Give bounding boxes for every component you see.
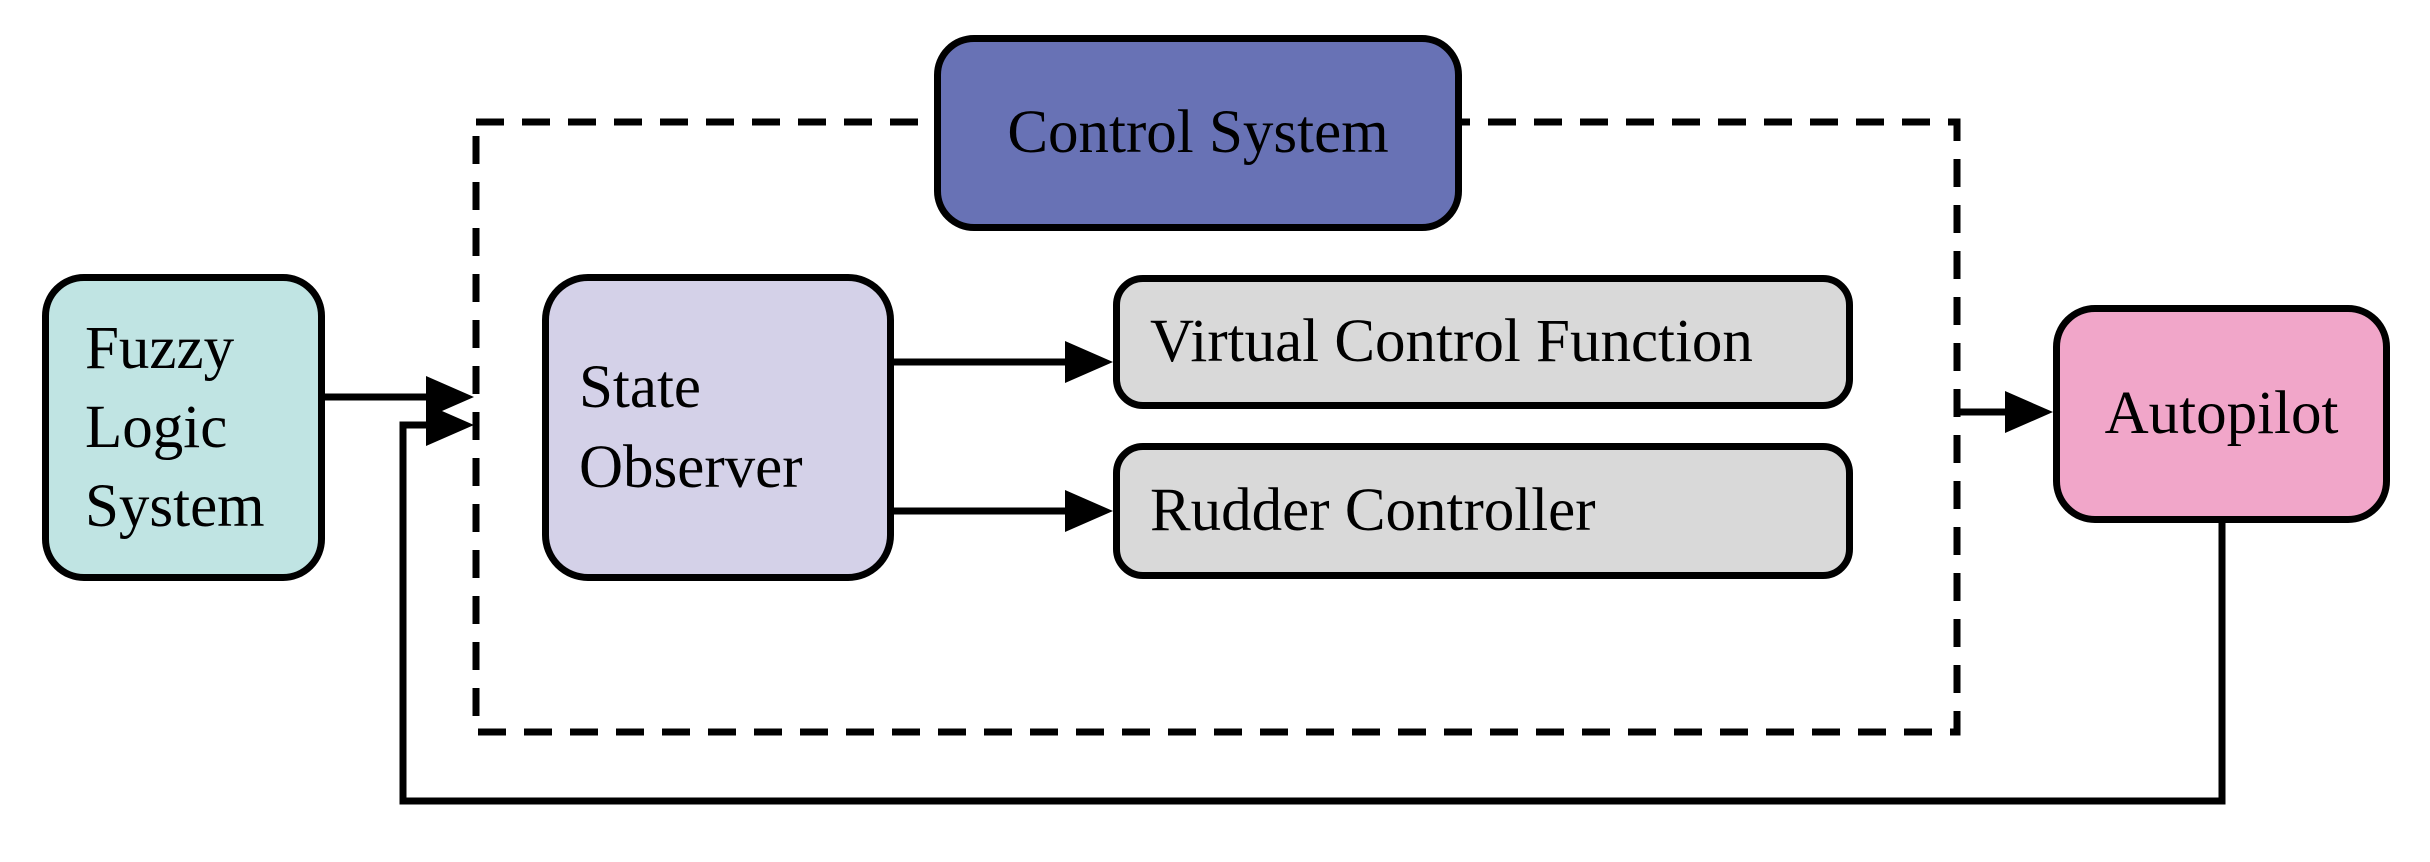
rudder-controller-node: Rudder Controller (1113, 443, 1853, 579)
fuzzy-logic-system-label-line3: System (85, 473, 265, 541)
control-system-label: Control System (1007, 99, 1389, 167)
fuzzy-logic-system-label-line2: Logic (85, 393, 228, 461)
fuzzy-logic-system-label-line1: Fuzzy (85, 314, 235, 382)
fuzzy-logic-system-node: Fuzzy Logic System (42, 274, 325, 581)
state-observer-node: State Observer (542, 274, 894, 581)
control-system-node: Control System (934, 35, 1462, 231)
autopilot-label: Autopilot (2104, 380, 2339, 448)
state-observer-label-line2: Observer (579, 433, 803, 501)
rudder-controller-label: Rudder Controller (1150, 477, 1596, 545)
virtual-control-function-label: Virtual Control Function (1150, 308, 1753, 376)
virtual-control-function-node: Virtual Control Function (1113, 275, 1853, 409)
autopilot-node: Autopilot (2053, 305, 2390, 523)
state-observer-label-line1: State (579, 354, 701, 422)
feedback-arrow-autopilot-to-boundary (399, 404, 2226, 805)
